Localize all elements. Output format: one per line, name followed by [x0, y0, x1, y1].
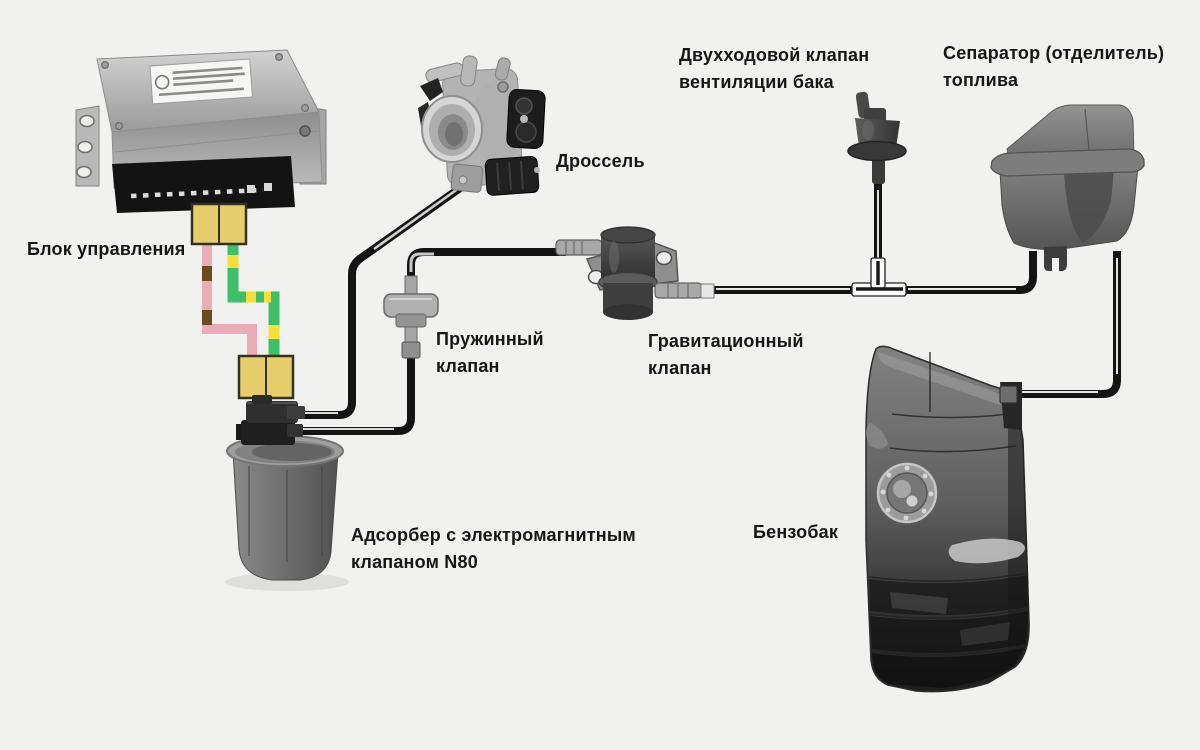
label-throttle: Дроссель [556, 151, 645, 171]
ecu-connector-block-top [190, 202, 248, 246]
separator-lid [1006, 104, 1135, 164]
hose-adsorber-to-spring-valve [291, 350, 415, 435]
wire-pink [202, 240, 257, 360]
label-gravity-valve: Гравитационный клапан [648, 331, 804, 378]
fuel-separator [990, 104, 1145, 271]
hose-separator-to-tank [1012, 251, 1121, 398]
separator-bracket [1044, 246, 1067, 271]
ecu-unit [75, 49, 327, 213]
separator-rim [990, 148, 1145, 177]
hose-spring-valve-to-gravity-valve [407, 248, 566, 278]
gravity-valve-left-port [555, 239, 603, 256]
hoses [291, 177, 1121, 435]
solenoid-port-upper [287, 406, 305, 419]
separator-recess [1064, 170, 1114, 243]
fuel-pump-flange [876, 462, 938, 524]
label-fuel-separator: Сепаратор (отделитель) топлива [943, 43, 1165, 90]
label-ecu: Блок управления [27, 239, 186, 259]
spring-valve [383, 275, 439, 359]
tee-joint [851, 257, 907, 297]
fuel-tank [865, 345, 1030, 693]
wiring-harness [202, 240, 280, 360]
label-two-way-valve: Двухходовой клапан вентиляции бака [679, 45, 870, 92]
gravity-valve [555, 226, 715, 320]
tank-sender-highlight [948, 538, 1026, 564]
throttle-dark-tab-upper [420, 78, 443, 101]
solenoid-valve-n80 [236, 395, 305, 445]
adsorber-canister [225, 435, 349, 591]
hose-gravity-valve-to-separator [708, 251, 1037, 294]
ecu-label-plate [149, 58, 253, 105]
label-fuel-tank: Бензобак [753, 522, 839, 542]
ecu-harness-connector [112, 156, 295, 213]
throttle-tps-connector [484, 155, 540, 196]
hose-throttle-to-adsorber [294, 177, 473, 419]
canister-body [232, 451, 339, 581]
tank-hose-connector [999, 382, 1022, 430]
ecu-screw [299, 125, 311, 137]
label-spring-valve: Пружинный клапан [436, 329, 544, 376]
solenoid-port-lower [287, 424, 303, 437]
two-way-valve [847, 91, 907, 184]
throttle-body [418, 55, 546, 196]
wire-green-yellow-stripes [227, 255, 280, 339]
valve-connector-block [237, 354, 295, 400]
hose-sleeve [700, 283, 715, 299]
label-adsorber: Адсорбер с электромагнитным клапаном N80 [351, 525, 636, 572]
